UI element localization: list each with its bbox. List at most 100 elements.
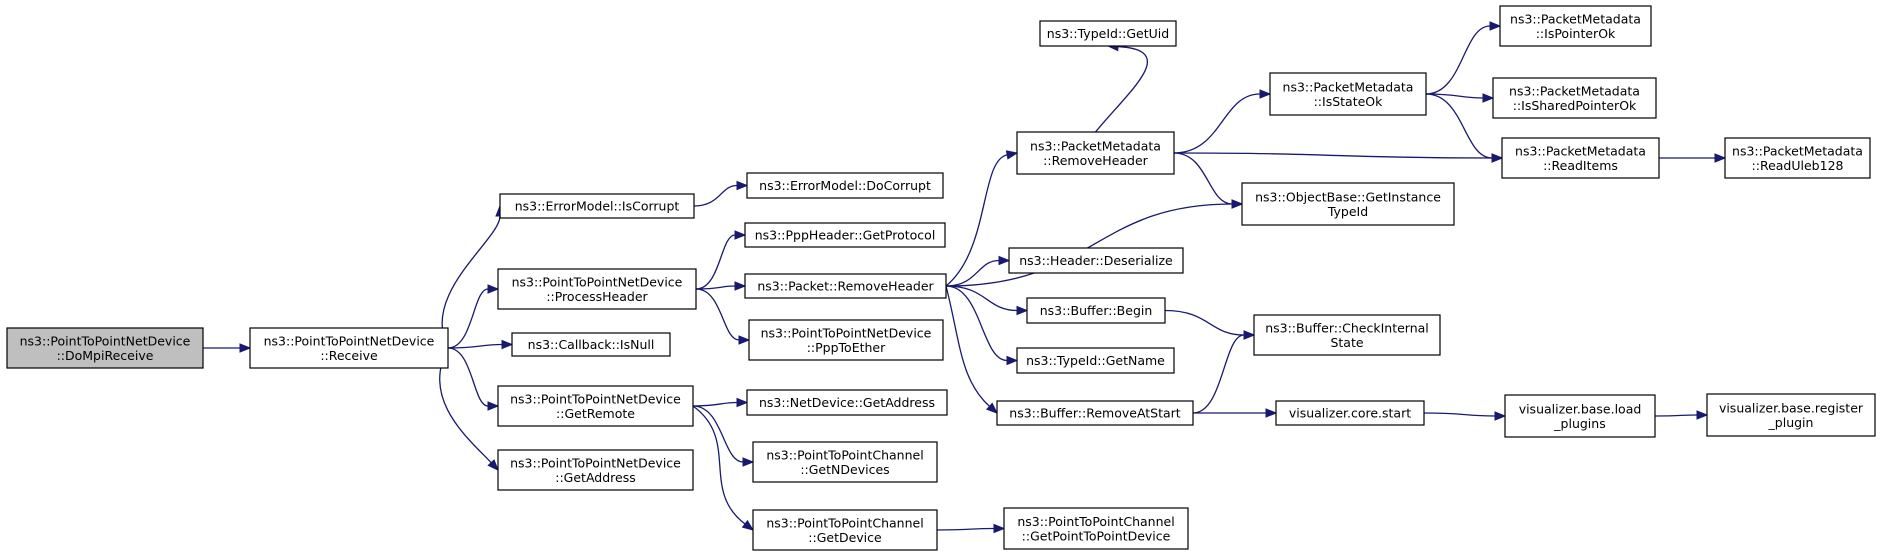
arrowhead-icon xyxy=(734,281,747,291)
node-pm-readitems[interactable]: ns3::PacketMetadata::ReadItems xyxy=(1501,137,1660,179)
node-pm-issharedpointerok[interactable]: ns3::PacketMetadata::IsSharedPointerOk xyxy=(1492,77,1657,119)
edge-viz_load_plugins-to-viz_register_plugin xyxy=(1654,410,1709,420)
node-label: ::PppToEther xyxy=(807,340,886,355)
node-label: ns3::PointToPointNetDevice xyxy=(510,455,681,470)
node-dompi[interactable]: ns3::PointToPointNetDevice::DoMpiReceive xyxy=(6,327,204,369)
node-getp2pdevice[interactable]: ns3::PointToPointChannel::GetPointToPoin… xyxy=(1003,507,1189,550)
node-box xyxy=(744,222,946,248)
edge-getdevice-to-getp2pdevice xyxy=(936,523,1006,534)
node-label: ns3::Buffer::Begin xyxy=(1040,303,1153,318)
node-label: State xyxy=(1330,335,1363,350)
edge-pkt_removeheader-to-buffer_begin xyxy=(945,285,1029,316)
node-label: ::IsPointerOk xyxy=(1536,26,1616,41)
node-typeid-getname[interactable]: ns3::TypeId::GetName xyxy=(1016,347,1175,374)
node-docorrupt[interactable]: ns3::ErrorModel::DoCorrupt xyxy=(746,172,944,199)
arrowhead-icon xyxy=(998,255,1011,266)
edge-getremote-to-getdevice xyxy=(692,405,755,531)
node-box xyxy=(1016,131,1175,175)
edge-pm_removeheader-to-pm_isstateok xyxy=(1173,89,1272,154)
node-label: ns3::PacketMetadata xyxy=(1732,143,1863,158)
node-pm-isstateok[interactable]: ns3::PacketMetadata::IsStateOk xyxy=(1269,72,1427,116)
edge-pm_removeheader-to-objectbase_getinstancetypeid xyxy=(1173,152,1244,209)
node-label: visualizer.base.load xyxy=(1519,401,1642,416)
arrowhead-icon xyxy=(487,459,499,471)
node-box xyxy=(497,385,694,427)
node-label: ns3::Header::Deserialize xyxy=(1019,253,1173,268)
node-pm-ispointerok[interactable]: ns3::PacketMetadata::IsPointerOk xyxy=(1499,5,1652,47)
edge-pm_isstateok-to-pm_ispointerok xyxy=(1425,21,1502,95)
edge-buffer_removeatstart-to-viz_core_start xyxy=(1192,408,1278,418)
edge-line xyxy=(695,288,740,341)
node-label: ns3::PppHeader::GetProtocol xyxy=(755,228,936,243)
node-label: ns3::PacketMetadata xyxy=(1283,79,1414,94)
node-viz-core-start[interactable]: visualizer.core.start xyxy=(1275,400,1425,426)
edge-getremote-to-getndevices xyxy=(692,405,755,467)
node-label: ::Receive xyxy=(320,348,378,363)
edge-line xyxy=(447,343,503,349)
arrowhead-icon xyxy=(1489,21,1502,31)
node-label: ns3::Buffer::CheckInternal xyxy=(1265,320,1429,335)
node-getaddress-p2p[interactable]: ns3::PointToPointNetDevice::GetAddress xyxy=(497,449,694,491)
node-label: ns3::TypeId::GetUid xyxy=(1047,26,1169,41)
edge-pm_removeheader-to-pm_readitems xyxy=(1173,152,1504,163)
edge-line xyxy=(1423,412,1496,417)
node-iscorrupt[interactable]: ns3::ErrorModel::IsCorrupt xyxy=(499,193,695,219)
node-typeid-getuid[interactable]: ns3::TypeId::GetUid xyxy=(1039,20,1177,47)
node-pm-readuleb128[interactable]: ns3::PacketMetadata::ReadUleb128 xyxy=(1724,137,1871,179)
node-pm-removeheader[interactable]: ns3::PacketMetadata::RemoveHeader xyxy=(1016,131,1175,175)
edge-pm_removeheader-to-typeid_getuid xyxy=(1094,41,1149,133)
node-getremote[interactable]: ns3::PointToPointNetDevice::GetRemote xyxy=(497,385,694,427)
edge-receive-to-getremote xyxy=(447,347,500,411)
node-getprotocol[interactable]: ns3::PppHeader::GetProtocol xyxy=(744,222,946,248)
edge-pkt_removeheader-to-pm_removeheader xyxy=(945,150,1019,287)
node-buffer-removeatstart[interactable]: ns3::Buffer::RemoveAtStart xyxy=(996,400,1194,426)
node-box xyxy=(6,327,204,369)
edge-pm_readitems-to-pm_readuleb128 xyxy=(1658,153,1727,163)
edge-dompi-to-receive xyxy=(203,343,252,353)
node-ppptoether[interactable]: ns3::PointToPointNetDevice::PppToEther xyxy=(748,319,944,361)
node-label: _plugin xyxy=(1768,415,1814,430)
edge-line xyxy=(695,234,736,290)
node-pkt-removeheader[interactable]: ns3::Packet::RemoveHeader xyxy=(744,273,947,299)
edge-line xyxy=(945,285,1018,312)
node-netdev-getaddress[interactable]: ns3::NetDevice::GetAddress xyxy=(746,389,948,416)
edge-receive-to-iscorrupt xyxy=(441,204,505,349)
node-box xyxy=(752,441,938,483)
edge-viz_core_start-to-viz_load_plugins xyxy=(1423,411,1507,421)
node-box xyxy=(746,389,948,416)
node-box xyxy=(1003,507,1189,550)
arrowhead-icon xyxy=(487,401,500,411)
node-processheader[interactable]: ns3::PointToPointNetDevice::ProcessHeade… xyxy=(497,268,697,310)
node-getdevice[interactable]: ns3::PointToPointChannel::GetDevice xyxy=(752,509,938,551)
edge-line xyxy=(692,405,744,463)
edge-line xyxy=(1425,93,1493,159)
node-box xyxy=(996,400,1194,426)
arrowhead-icon xyxy=(734,230,747,240)
node-viz-register-plugin[interactable]: visualizer.base.register_plugin xyxy=(1706,393,1876,437)
node-label: ns3::PointToPointNetDevice xyxy=(264,333,435,348)
node-box xyxy=(511,332,671,357)
arrowhead-icon xyxy=(736,397,749,408)
node-box xyxy=(499,193,695,219)
node-viz-load-plugins[interactable]: visualizer.base.load_plugins xyxy=(1504,394,1656,438)
edge-line xyxy=(692,405,746,525)
arrowhead-icon xyxy=(1006,355,1019,366)
node-label: ns3::ErrorModel::IsCorrupt xyxy=(515,199,680,214)
edge-line xyxy=(1164,309,1245,336)
node-box xyxy=(1504,394,1656,438)
edge-processheader-to-ppptoether xyxy=(695,288,751,345)
edge-line xyxy=(447,288,489,349)
edge-line xyxy=(693,184,738,207)
arrowhead-icon xyxy=(1259,89,1272,99)
node-isnull[interactable]: ns3::Callback::IsNull xyxy=(511,332,671,357)
node-getndevices[interactable]: ns3::PointToPointChannel::GetNDevices xyxy=(752,441,938,483)
node-header-deserialize[interactable]: ns3::Header::Deserialize xyxy=(1008,247,1184,274)
node-label: ns3::PacketMetadata xyxy=(1515,143,1646,158)
node-label: ns3::PacketMetadata xyxy=(1510,11,1641,26)
node-buffer-begin[interactable]: ns3::Buffer::Begin xyxy=(1026,297,1166,324)
node-receive[interactable]: ns3::PointToPointNetDevice::Receive xyxy=(249,327,449,369)
node-label: ns3::Packet::RemoveHeader xyxy=(757,279,934,294)
node-box xyxy=(1724,137,1871,179)
